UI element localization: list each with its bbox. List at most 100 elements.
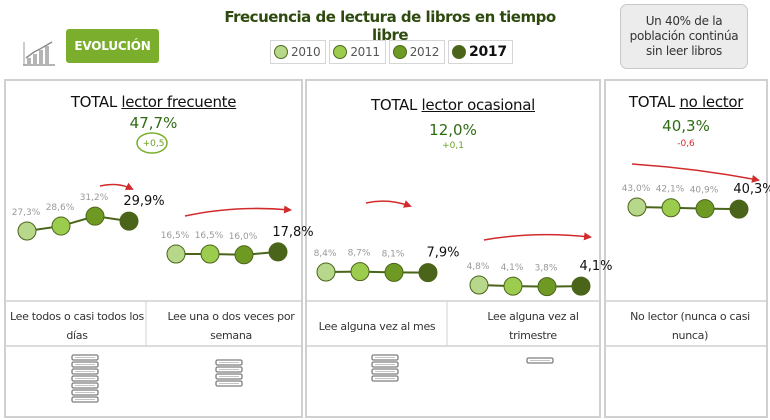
- legend-label-2010: 2010: [291, 45, 321, 59]
- data-label: 31,2%: [80, 193, 109, 203]
- data-point: [234, 245, 254, 265]
- series-line: [478, 284, 582, 288]
- data-point: [350, 262, 370, 282]
- panel-no-lector: TOTAL no lector 40,3% -0,6 No lector (nu…: [604, 79, 768, 418]
- book-stack-icon: [371, 354, 399, 382]
- book-stacks: [71, 354, 554, 403]
- panel-value: 12,0%: [429, 121, 477, 139]
- book-stack-icon: [215, 359, 243, 387]
- panel-title-prefix: TOTAL: [628, 93, 680, 111]
- data-point: [316, 262, 336, 282]
- data-label: 3,8%: [535, 264, 558, 274]
- data-point: [537, 277, 557, 297]
- panel-value: 40,3%: [662, 117, 710, 135]
- data-point: [384, 262, 404, 282]
- data-point: [17, 221, 37, 241]
- data-label: 16,5%: [161, 231, 190, 241]
- category-label: Lee una o dos veces por semana: [167, 310, 295, 342]
- data-label: 43,0%: [622, 184, 651, 194]
- panel-value: 47,7%: [129, 114, 178, 132]
- panel-title-name: lector frecuente: [121, 93, 237, 111]
- book-stack-icon: [526, 357, 554, 364]
- data-label: 4,8%: [467, 262, 490, 272]
- data-label: 40,9%: [690, 186, 719, 196]
- data-point: [200, 244, 220, 264]
- series: 8,4% 8,7% 8,1% 7,9%: [314, 246, 460, 283]
- category-label: No lector (nunca o casi nunca): [630, 310, 750, 342]
- legend-swatch-2010: [274, 45, 288, 59]
- data-point: [469, 275, 489, 295]
- trend-arrow: [365, 200, 412, 208]
- data-label: 16,5%: [195, 231, 224, 241]
- legend-swatch-2012: [392, 45, 407, 59]
- data-label: 8,4%: [314, 249, 337, 259]
- data-point: [51, 216, 71, 236]
- trend-arrow: [184, 205, 292, 217]
- data-point: [571, 276, 591, 296]
- panel-title: TOTAL lector ocasional: [307, 96, 599, 114]
- legend-label-2011: 2011: [350, 45, 380, 59]
- data-label: 8,1%: [382, 249, 405, 259]
- data-label: 4,1%: [579, 259, 612, 274]
- series: 27,3% 28,6% 31,2% 29,9%: [12, 193, 165, 241]
- change-highlight-circle: [136, 132, 168, 154]
- legend-item-2010[interactable]: 2010: [270, 40, 327, 64]
- series: 4,8%4,1%3,8%4,1%: [467, 259, 613, 297]
- trend-arrow: [483, 232, 592, 241]
- series-line: [325, 270, 429, 274]
- data-point: [268, 242, 288, 262]
- legend-item-2011[interactable]: 2011: [329, 40, 386, 64]
- data-point: [729, 199, 749, 219]
- trend-arrows: [99, 163, 760, 241]
- panel-change: -0,6: [677, 139, 695, 149]
- panel-change: +0,1: [442, 141, 464, 151]
- panel-title-prefix: TOTAL: [70, 93, 122, 111]
- data-point: [85, 206, 105, 226]
- data-point: [503, 276, 523, 296]
- panel-title-name: lector ocasional: [421, 96, 536, 114]
- data-point: [661, 198, 681, 218]
- data-point: [418, 263, 438, 283]
- series-line: [176, 250, 279, 256]
- page-title: Frecuencia de lectura de libros en tiemp…: [224, 8, 556, 44]
- series-line: [636, 206, 740, 211]
- category-label: Lee alguna vez al trimestre: [487, 310, 579, 342]
- data-label: 28,6%: [46, 203, 75, 213]
- data-label: 16,0%: [229, 232, 258, 242]
- legend-swatch-2017: [452, 45, 467, 59]
- data-point: [119, 211, 139, 231]
- panel-change: +0,5: [142, 139, 165, 149]
- evolution-button[interactable]: EVOLUCIÓN: [66, 29, 159, 63]
- panel-title: TOTAL lector frecuente: [6, 93, 301, 111]
- data-label: 7,9%: [426, 246, 459, 261]
- data-label: 42,1%: [656, 185, 685, 195]
- series-layer: 27,3%28,6%31,2%29,9%16,5%16,5%16,0%17,8%…: [12, 182, 770, 297]
- legend-item-2012[interactable]: 2012: [388, 40, 446, 64]
- note-box: Un 40% de la población continúa sin leer…: [620, 4, 748, 69]
- panel-lector-frecuente: TOTAL lector frecuente 47,7% +0,5 Lee to…: [4, 79, 303, 418]
- panel-title: TOTAL no lector: [606, 93, 766, 111]
- category-label: Lee alguna vez al mes: [318, 320, 436, 333]
- panel-title-name: no lector: [679, 93, 744, 111]
- series: 43,0% 42,1% 40,9% 40,3%: [622, 182, 770, 219]
- data-label: 29,9%: [123, 194, 164, 209]
- book-stack-icon: [71, 354, 99, 403]
- series-line: [26, 215, 130, 232]
- data-label: 40,3%: [733, 182, 770, 197]
- data-label: 27,3%: [12, 208, 41, 218]
- legend-label-2012: 2012: [409, 45, 440, 59]
- legend-item-2017[interactable]: 2017: [448, 40, 513, 64]
- dividers: [6, 300, 766, 347]
- bar-chart-icon: [23, 41, 55, 66]
- legend-label-2017: 2017: [469, 44, 507, 60]
- category-label: Lee todos o casi todos los días: [10, 310, 144, 342]
- data-point: [166, 244, 186, 264]
- series: 16,5%16,5%16,0%17,8%: [161, 225, 314, 265]
- legend-swatch-2011: [333, 45, 348, 59]
- data-point: [627, 197, 647, 217]
- trend-arrow: [99, 182, 134, 190]
- legend: 2010 2011 2012 2017: [270, 40, 516, 64]
- data-label: 8,7%: [348, 249, 371, 259]
- panel-title-prefix: TOTAL: [370, 96, 422, 114]
